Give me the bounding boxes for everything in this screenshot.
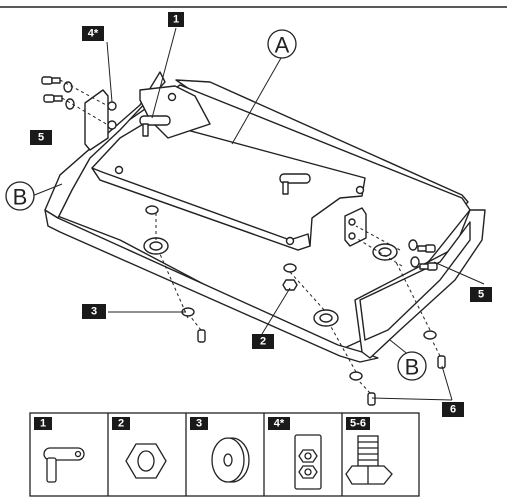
nut-plate-2 xyxy=(114,165,124,175)
bolt-bottom-3 xyxy=(197,329,206,343)
washer-bottom-6a xyxy=(349,371,363,381)
svg-text:6: 6 xyxy=(450,404,456,416)
parts-legend: 1 2 3 xyxy=(29,412,420,497)
svg-text:5: 5 xyxy=(38,132,44,144)
bolt-bottom-6b xyxy=(437,355,446,369)
callout-6: 6 xyxy=(442,402,464,417)
letter-callout-b-left: B xyxy=(5,181,35,211)
callout-4: 4* xyxy=(82,26,104,41)
callout-3: 3 xyxy=(82,304,106,319)
callout-1: 1 xyxy=(168,12,184,27)
svg-text:5-6: 5-6 xyxy=(350,418,366,430)
hex-bolt-icon xyxy=(345,435,393,485)
pin-right-head xyxy=(279,173,311,184)
nut-plate-3 xyxy=(285,236,295,246)
washer-under-left xyxy=(145,205,159,215)
bolt-bottom-6a xyxy=(367,392,376,406)
svg-text:4*: 4* xyxy=(274,418,285,430)
nut-under-mid xyxy=(282,279,298,291)
letter-callout-b-right: B xyxy=(397,351,427,381)
legend-item-1: 1 xyxy=(34,417,85,483)
letter-callout-a: A xyxy=(267,29,297,59)
svg-text:3: 3 xyxy=(91,306,97,318)
svg-text:2: 2 xyxy=(260,336,266,348)
nut-plate-1 xyxy=(167,92,177,102)
pin-left-head xyxy=(139,115,171,126)
nut-plate-4 xyxy=(355,185,365,195)
svg-text:5: 5 xyxy=(478,289,484,301)
left-flange xyxy=(44,71,166,219)
svg-text:B: B xyxy=(405,355,420,380)
pin-left-shaft xyxy=(142,123,149,137)
legend-item-3: 3 xyxy=(190,417,250,483)
right-bolt-set xyxy=(408,239,438,271)
left-bolt-set xyxy=(41,76,75,110)
legend-item-2: 2 xyxy=(112,417,167,479)
washer-icon xyxy=(211,437,250,483)
legend-item-5-6: 5-6 xyxy=(345,417,393,485)
callout-5-left: 5 xyxy=(30,130,52,145)
floor-hole-left-inner xyxy=(149,241,163,251)
washer-under-mid xyxy=(283,263,297,273)
bracket-left-bolt-2 xyxy=(107,120,117,130)
legend-item-4: 4* xyxy=(268,417,322,490)
tray-front-lip xyxy=(44,209,379,363)
part-a-side xyxy=(91,167,311,251)
svg-text:1: 1 xyxy=(173,14,179,26)
floor-hole-right-inner xyxy=(378,247,392,257)
callout-2: 2 xyxy=(252,334,274,349)
right-panel xyxy=(359,221,471,341)
svg-text:3: 3 xyxy=(196,418,202,430)
leader-lines xyxy=(31,27,485,401)
svg-text:1: 1 xyxy=(40,418,46,430)
svg-text:4*: 4* xyxy=(88,28,99,40)
callout-5-right: 5 xyxy=(470,287,492,302)
right-bracket-bolt-1 xyxy=(348,218,356,226)
floor-hole-mid-inner xyxy=(319,313,333,323)
washer-bottom-6b xyxy=(423,330,437,340)
pin-right-shaft xyxy=(282,181,289,195)
svg-text:B: B xyxy=(13,185,28,210)
assembly-guides xyxy=(59,79,441,394)
skid-plate-drawing xyxy=(41,71,486,406)
right-bracket-bolt-2 xyxy=(348,232,356,240)
hex-nut-icon xyxy=(125,443,167,479)
bracket-left-bolt-1 xyxy=(107,101,117,111)
bracket-plate-icon xyxy=(294,434,322,490)
left-bracket xyxy=(84,89,109,151)
svg-text:A: A xyxy=(275,33,290,58)
pin-icon xyxy=(43,447,85,483)
svg-text:2: 2 xyxy=(118,418,124,430)
